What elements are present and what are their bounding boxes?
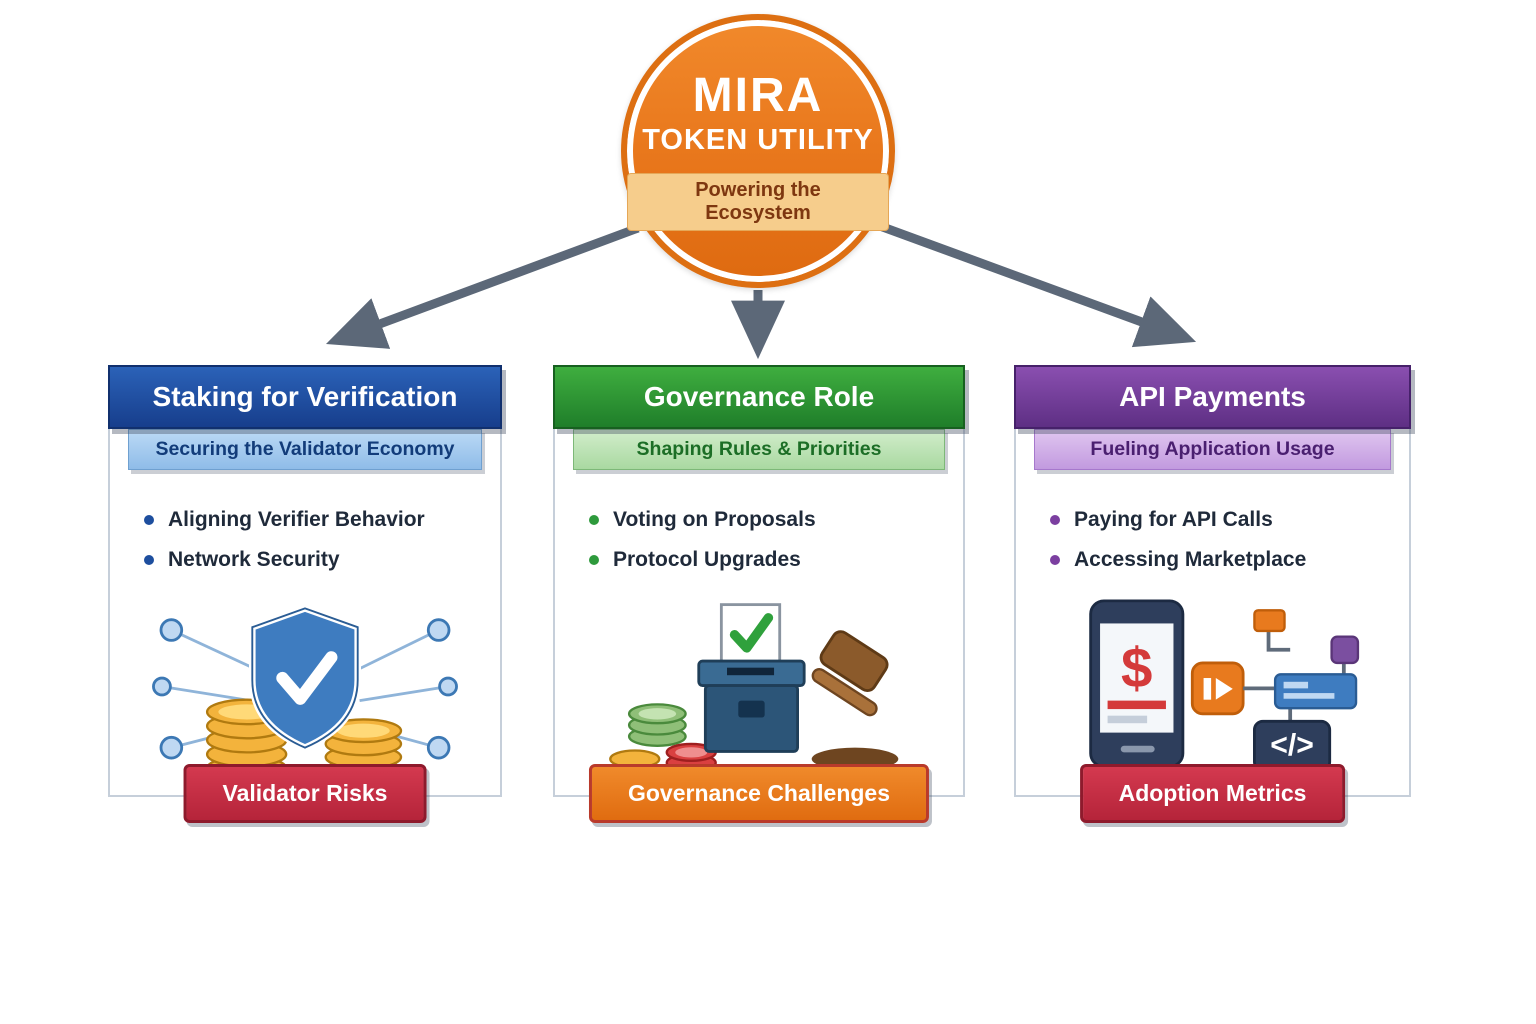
list-item: Voting on Proposals [589,508,963,532]
bullet-label: Accessing Marketplace [1074,548,1307,571]
hub-title-line2: TOKEN UTILITY [642,123,874,156]
central-node: MIRA TOKEN UTILITY Powering the Ecosyste… [621,14,895,288]
hub-subtitle: Powering the Ecosystem [627,172,889,231]
card-api-payments: API Payments Fueling Application Usage P… [1014,365,1411,823]
svg-text:</>: </> [1270,729,1314,762]
bullet-label: Voting on Proposals [613,508,816,531]
bullet-dot-icon [589,515,599,525]
card-staking-subtitle: Securing the Validator Economy [128,429,482,470]
card-staking-title: Staking for Verification [108,365,502,429]
bullet-label: Protocol Upgrades [613,548,801,571]
bullet-dot-icon [589,555,599,565]
bullet-label: Network Security [168,548,340,571]
bullet-label: Paying for API Calls [1074,508,1273,531]
card-governance-bullets: Voting on Proposals Protocol Upgrades [589,508,963,572]
svg-text:$: $ [1121,636,1152,699]
list-item: Paying for API Calls [1050,508,1409,532]
list-item: Network Security [144,548,500,572]
list-item: Aligning Verifier Behavior [144,508,500,532]
bullet-label: Aligning Verifier Behavior [168,508,425,531]
list-item: Accessing Marketplace [1050,548,1409,572]
card-staking-bullets: Aligning Verifier Behavior Network Secur… [144,508,500,572]
card-governance: Governance Role Shaping Rules & Prioriti… [553,365,965,823]
ballot-box-gavel-icon [555,584,963,789]
card-governance-footer-badge: Governance Challenges [588,764,930,823]
bullet-dot-icon [1050,555,1060,565]
card-api-subtitle: Fueling Application Usage [1034,429,1391,470]
card-api-bullets: Paying for API Calls Accessing Marketpla… [1050,508,1409,572]
card-api-footer-badge: Adoption Metrics [1079,764,1346,823]
card-governance-subtitle: Shaping Rules & Priorities [573,429,945,470]
card-governance-title: Governance Role [553,365,965,429]
phone-api-flow-icon: $ </> [1016,584,1409,789]
card-staking: Staking for Verification Securing the Va… [108,365,502,823]
list-item: Protocol Upgrades [589,548,963,572]
card-api-title: API Payments [1014,365,1411,429]
bullet-dot-icon [144,515,154,525]
shield-coins-network-icon [110,584,500,789]
hub-title-line1: MIRA [692,69,824,123]
bullet-dot-icon [144,555,154,565]
bullet-dot-icon [1050,515,1060,525]
card-staking-footer-badge: Validator Risks [183,764,427,823]
